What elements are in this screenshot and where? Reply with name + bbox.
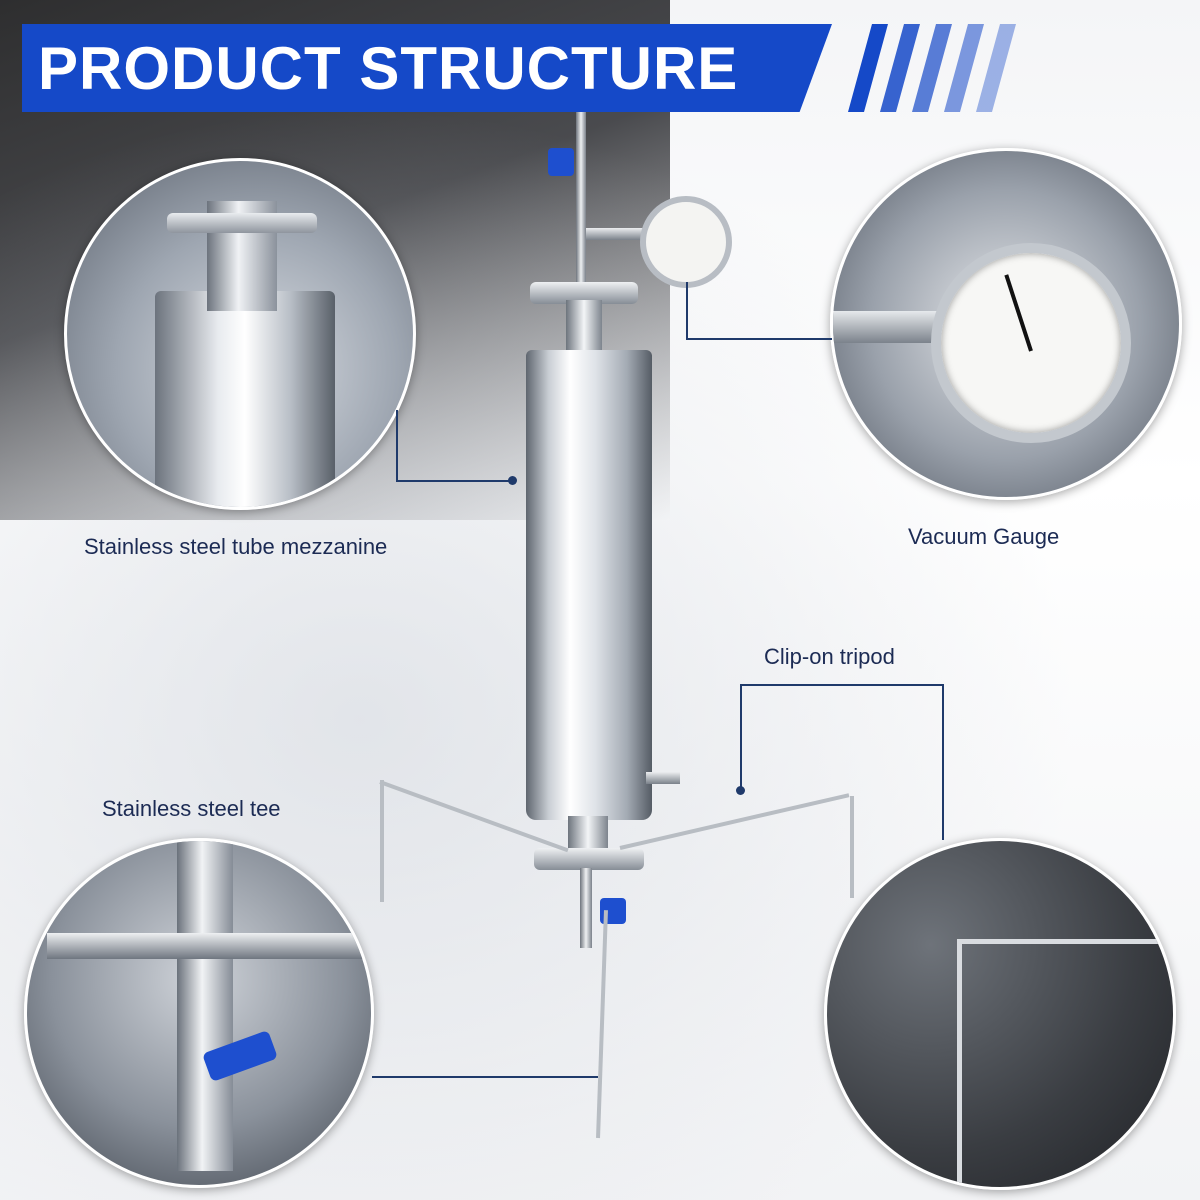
top-tri-clamp — [530, 282, 638, 304]
callout-line-tripod — [942, 684, 944, 840]
gauge-detail-pipe — [833, 311, 943, 343]
detail-vacuum-gauge — [830, 148, 1182, 500]
top-ball-valve-handle — [548, 148, 574, 176]
gauge-connector-arm — [586, 228, 644, 240]
page-title: PRODUCT STRUCTURE — [38, 35, 739, 102]
tube-detail-body — [155, 291, 335, 507]
tripod-detail-bar — [957, 939, 1173, 944]
callout-line-tee — [372, 1076, 598, 1078]
label-vacuum-gauge: Vacuum Gauge — [908, 524, 1060, 549]
tripod-detail-bar — [957, 939, 962, 1187]
bottom-tri-clamp — [534, 848, 644, 870]
gauge-detail-face — [931, 243, 1131, 443]
tee-detail-stem — [177, 841, 233, 1171]
detail-steel-tee — [24, 838, 374, 1188]
detail-tube-mezzanine — [64, 158, 416, 510]
tee-detail-pipe — [47, 933, 367, 959]
callout-line-gauge — [686, 282, 688, 340]
callout-line-tube — [396, 410, 398, 482]
callout-line-tube — [396, 480, 512, 482]
callout-dot-tube — [508, 476, 517, 485]
side-nozzle — [646, 772, 680, 784]
detail-clip-on-tripod — [824, 838, 1176, 1190]
label-tube-mezzanine: Stainless steel tube mezzanine — [84, 534, 388, 559]
steel-tube-body — [526, 350, 652, 820]
callout-line-tripod — [740, 684, 944, 686]
tube-detail-clamp — [167, 213, 317, 233]
tripod-leg — [850, 796, 854, 898]
callout-line-gauge — [686, 338, 832, 340]
tripod-leg — [380, 780, 384, 902]
pressure-gauge — [640, 196, 732, 288]
top-fitting-rod — [576, 112, 586, 282]
callout-dot-tripod — [736, 786, 745, 795]
label-steel-tee: Stainless steel tee — [102, 796, 281, 821]
title-banner — [22, 24, 832, 112]
drain-fitting — [580, 868, 592, 948]
callout-line-tripod — [740, 684, 742, 790]
label-clip-on-tripod: Clip-on tripod — [764, 644, 895, 669]
